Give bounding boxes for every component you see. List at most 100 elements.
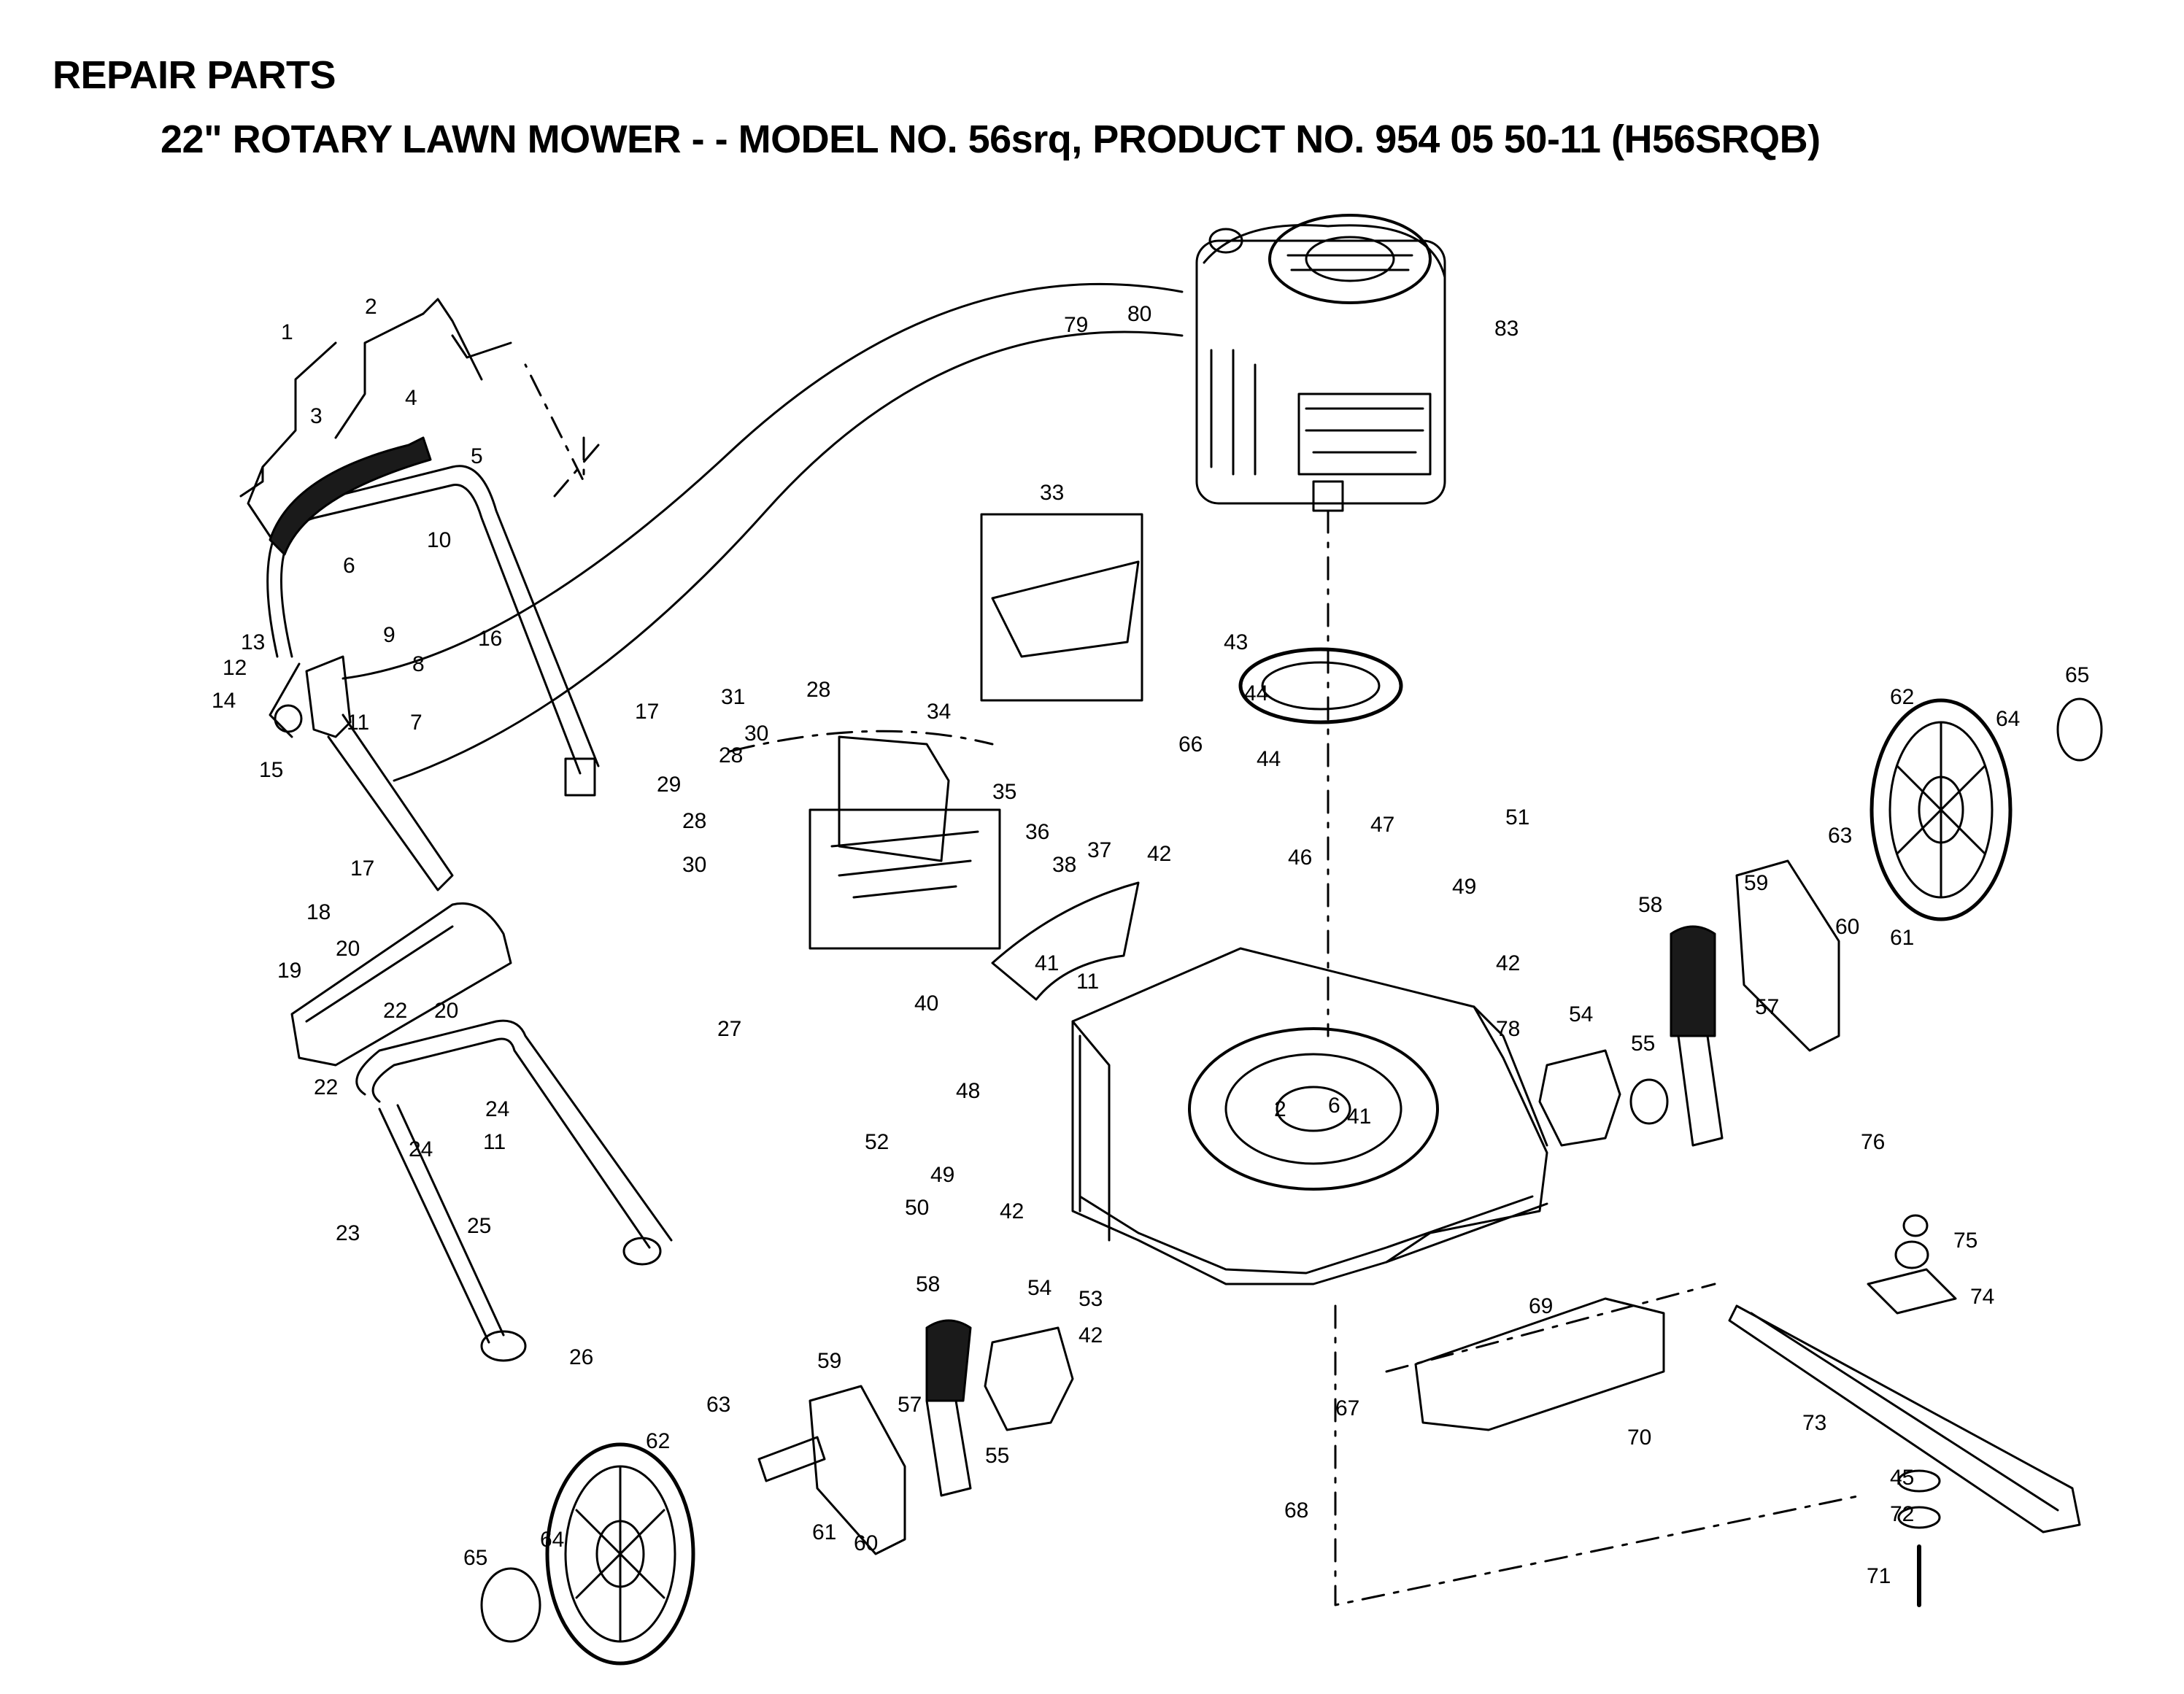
part-callout-label: 3 — [310, 404, 323, 428]
part-callout-label: 33 — [1040, 481, 1064, 505]
part-callout-label: 62 — [646, 1429, 670, 1453]
part-callout-label: 46 — [1288, 846, 1312, 870]
part-callout-label: 20 — [336, 937, 360, 961]
part-callout-label: 68 — [1284, 1498, 1308, 1523]
washer-72-part — [1897, 1506, 1941, 1529]
part-callout-label: 65 — [2065, 663, 2089, 687]
part-callout-label: 35 — [992, 780, 1016, 804]
part-callout-label: 54 — [1569, 1002, 1593, 1026]
part-callout-label: 63 — [706, 1393, 730, 1417]
ring-part — [1238, 647, 1403, 724]
part-callout-label: 44 — [1257, 747, 1281, 771]
part-callout-label: 36 — [1025, 820, 1049, 844]
part-callout-label: 79 — [1064, 313, 1088, 337]
part-callout-label: 74 — [1970, 1285, 1994, 1309]
part-callout-label: 41 — [1347, 1105, 1371, 1129]
part-callout-label: 53 — [1079, 1287, 1103, 1311]
part-callout-label: 37 — [1087, 838, 1111, 862]
throttle-cable — [342, 282, 1184, 680]
part-callout-label: 66 — [1178, 732, 1203, 757]
part-callout-label: 73 — [1802, 1411, 1826, 1435]
page-subtitle: 22" ROTARY LAWN MOWER - - MODEL NO. 56sr… — [161, 117, 1821, 161]
part-callout-label: 55 — [1631, 1032, 1655, 1056]
part-callout-label: 57 — [898, 1393, 922, 1417]
part-callout-label: 28 — [806, 678, 830, 702]
engine-part — [1195, 214, 1446, 512]
part-callout-label: 72 — [1890, 1502, 1914, 1526]
part-callout-label: 6 — [343, 554, 355, 578]
part-callout-label: 42 — [1000, 1199, 1024, 1223]
part-callout-label: 15 — [259, 758, 283, 782]
part-callout-label: 42 — [1079, 1323, 1103, 1347]
part-callout-label: 25 — [467, 1214, 491, 1238]
deflector-part — [991, 881, 1140, 1001]
part-callout-label: 48 — [956, 1079, 980, 1103]
part-callout-label: 49 — [930, 1163, 954, 1187]
left-wheel-part — [545, 1442, 695, 1666]
part-callout-label: 27 — [717, 1017, 741, 1041]
part-callout-label: 55 — [985, 1444, 1009, 1468]
part-callout-label: 2 — [1274, 1097, 1286, 1121]
part-callout-label: 41 — [1035, 951, 1059, 975]
part-callout-label: 30 — [744, 722, 768, 746]
blade-adapter-part — [1867, 1214, 1957, 1315]
part-callout-label: 50 — [905, 1196, 929, 1220]
part-callout-label: 16 — [478, 627, 502, 651]
part-callout-label: 61 — [1890, 926, 1914, 950]
part-callout-label: 10 — [427, 528, 451, 552]
part-callout-label: 78 — [1496, 1017, 1520, 1041]
part-callout-label: 31 — [721, 685, 745, 709]
grass-bag-frame-box — [980, 513, 1143, 702]
part-callout-label: 28 — [682, 809, 706, 833]
right-hubcap-part — [2056, 697, 2103, 762]
part-callout-label: 34 — [927, 700, 951, 724]
part-callout-label: 11 — [347, 711, 369, 735]
part-callout-label: 2 — [365, 295, 377, 319]
part-callout-label: 60 — [854, 1531, 878, 1555]
part-callout-label: 51 — [1505, 805, 1529, 829]
part-callout-label: 71 — [1867, 1564, 1891, 1588]
part-callout-label: 63 — [1828, 824, 1852, 848]
part-callout-label: 9 — [383, 623, 395, 647]
part-callout-label: 22 — [383, 999, 407, 1023]
handle-bracket-part — [290, 902, 512, 1067]
part-callout-label: 45 — [1890, 1466, 1914, 1490]
part-callout-label: 18 — [306, 900, 331, 924]
part-callout-label: 6 — [1328, 1094, 1340, 1118]
right-wheel-part — [1869, 698, 2013, 921]
handle-grip-part — [239, 298, 600, 549]
part-callout-label: 29 — [657, 773, 681, 797]
part-callout-label: 61 — [812, 1520, 836, 1544]
part-callout-label: 69 — [1529, 1294, 1553, 1318]
part-callout-label: 17 — [635, 700, 659, 724]
part-callout-label: 1 — [281, 320, 293, 344]
part-callout-label: 83 — [1494, 317, 1519, 341]
part-callout-label: 65 — [463, 1546, 487, 1570]
rear-baffle-part — [1414, 1297, 1665, 1431]
part-callout-label: 42 — [1147, 842, 1171, 866]
part-callout-label: 60 — [1835, 915, 1859, 939]
part-callout-label: 14 — [212, 689, 236, 713]
baffle-panel — [809, 808, 1001, 950]
part-callout-label: 54 — [1027, 1276, 1052, 1300]
part-callout-label: 4 — [405, 386, 417, 410]
part-callout-label: 13 — [241, 630, 265, 654]
right-wheel-adjuster-part — [1629, 859, 1840, 1147]
part-callout-label: 17 — [350, 856, 374, 881]
part-callout-label: 40 — [914, 991, 938, 1016]
part-callout-label: 23 — [336, 1221, 360, 1245]
part-callout-label: 30 — [682, 853, 706, 877]
lower-handle-part — [355, 1019, 673, 1362]
part-callout-label: 59 — [1744, 871, 1768, 895]
part-callout-label: 58 — [916, 1272, 940, 1296]
page-title: REPAIR PARTS — [53, 53, 336, 97]
part-callout-label: 38 — [1052, 853, 1076, 877]
upper-handle-part — [266, 465, 600, 797]
part-callout-label: 7 — [410, 711, 422, 735]
washer-45-part — [1897, 1469, 1941, 1493]
bail-bar-part — [269, 436, 432, 556]
part-callout-label: 67 — [1335, 1396, 1359, 1420]
part-callout-label: 57 — [1755, 995, 1779, 1019]
part-callout-label: 47 — [1370, 813, 1394, 837]
